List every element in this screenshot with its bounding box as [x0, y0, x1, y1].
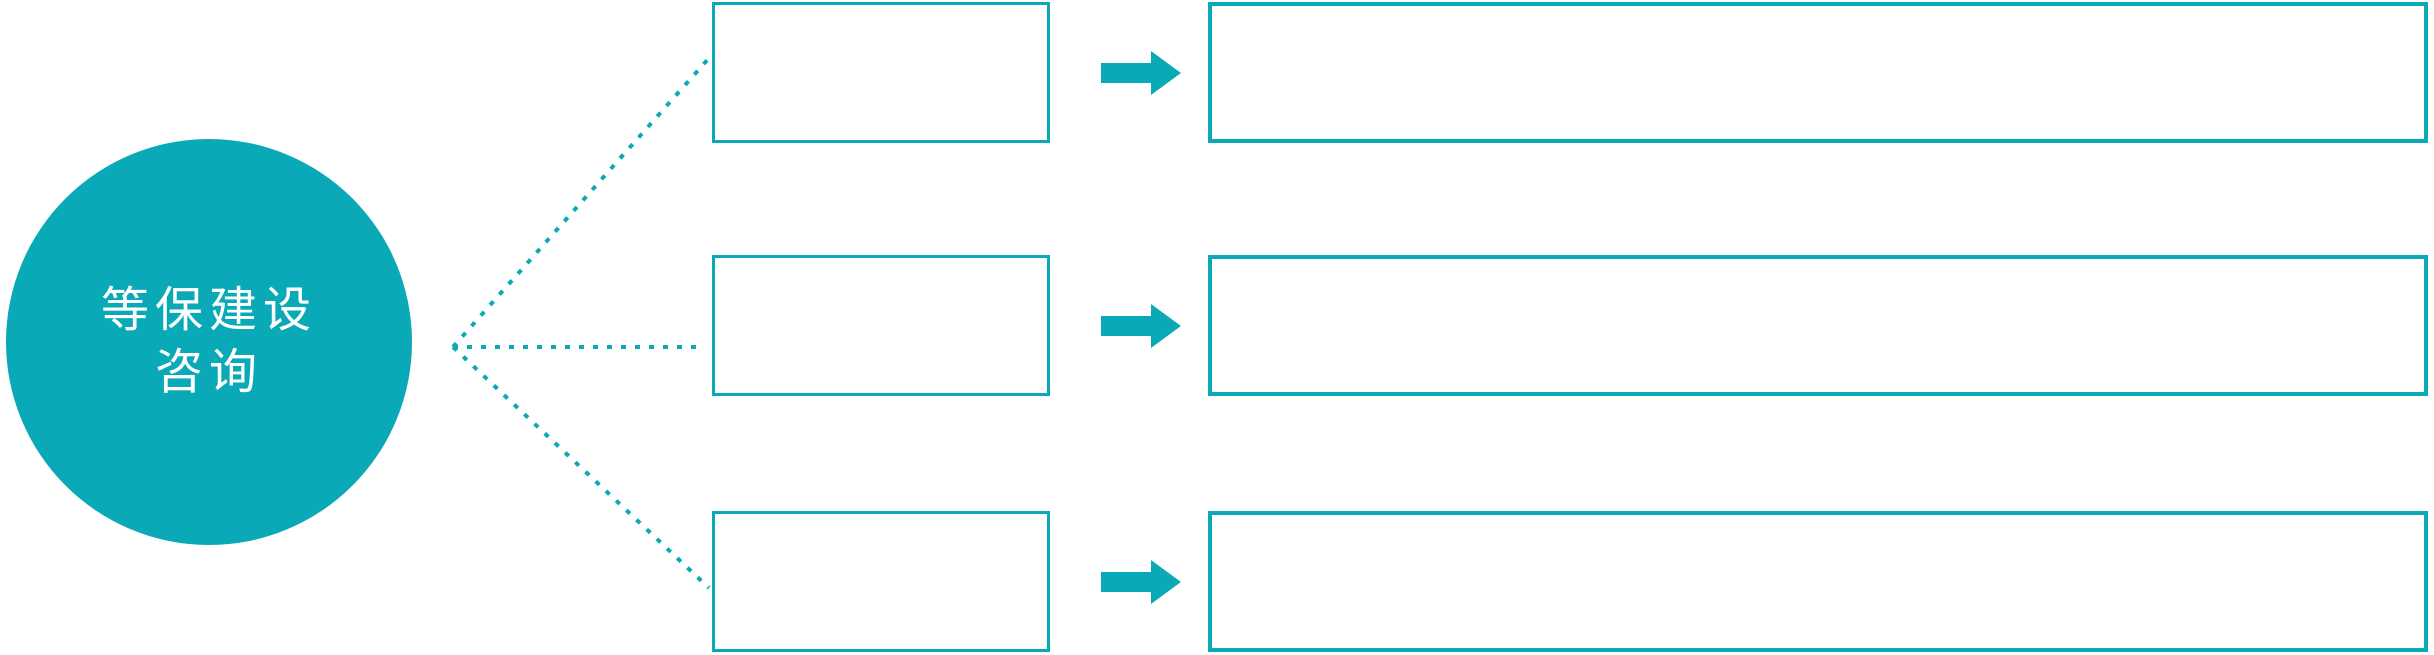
dotted-connector-top	[451, 56, 711, 349]
arrow-right-icon	[1101, 304, 1181, 348]
option-box-2	[712, 255, 1050, 396]
hub-label-line2: 咨询	[154, 346, 263, 399]
detail-box-1	[1208, 2, 2428, 143]
arrow-right-icon	[1101, 51, 1181, 95]
dotted-connector-bottom	[451, 345, 711, 590]
option-box-1	[712, 2, 1050, 143]
hub-label: 等保建设咨询	[101, 280, 317, 404]
hub-circle: 等保建设咨询	[6, 139, 412, 545]
detail-box-2	[1208, 255, 2428, 396]
option-box-3	[712, 511, 1050, 652]
arrow-right-icon	[1101, 560, 1181, 604]
hub-label-line1: 等保建设	[100, 284, 317, 337]
detail-box-3	[1208, 511, 2428, 652]
